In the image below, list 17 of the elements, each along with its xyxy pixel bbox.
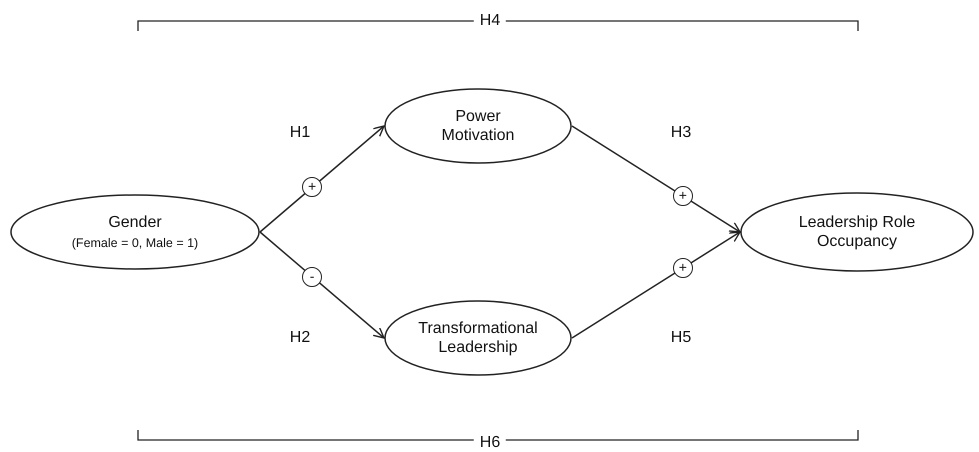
ellipse-node — [384, 88, 572, 164]
node-label: Gender — [108, 213, 162, 232]
node-label: Power Motivation — [440, 107, 516, 145]
arrow — [260, 231, 385, 339]
edge-label: + — [672, 186, 693, 206]
ellipse-node — [740, 192, 974, 272]
edge-label: - — [302, 266, 322, 287]
edge-label: + — [302, 177, 322, 198]
node-label: Transformational Leadership — [417, 319, 539, 357]
node-sublabel: (Female = 0, Male = 1) — [72, 235, 198, 251]
arrow — [572, 125, 741, 233]
arrow — [572, 231, 741, 339]
arrow — [260, 125, 385, 233]
ellipse-node — [384, 300, 572, 376]
ellipse-node — [10, 194, 260, 270]
node-label: Leadership Role Occupancy — [798, 213, 916, 251]
edge-label: + — [672, 258, 693, 278]
